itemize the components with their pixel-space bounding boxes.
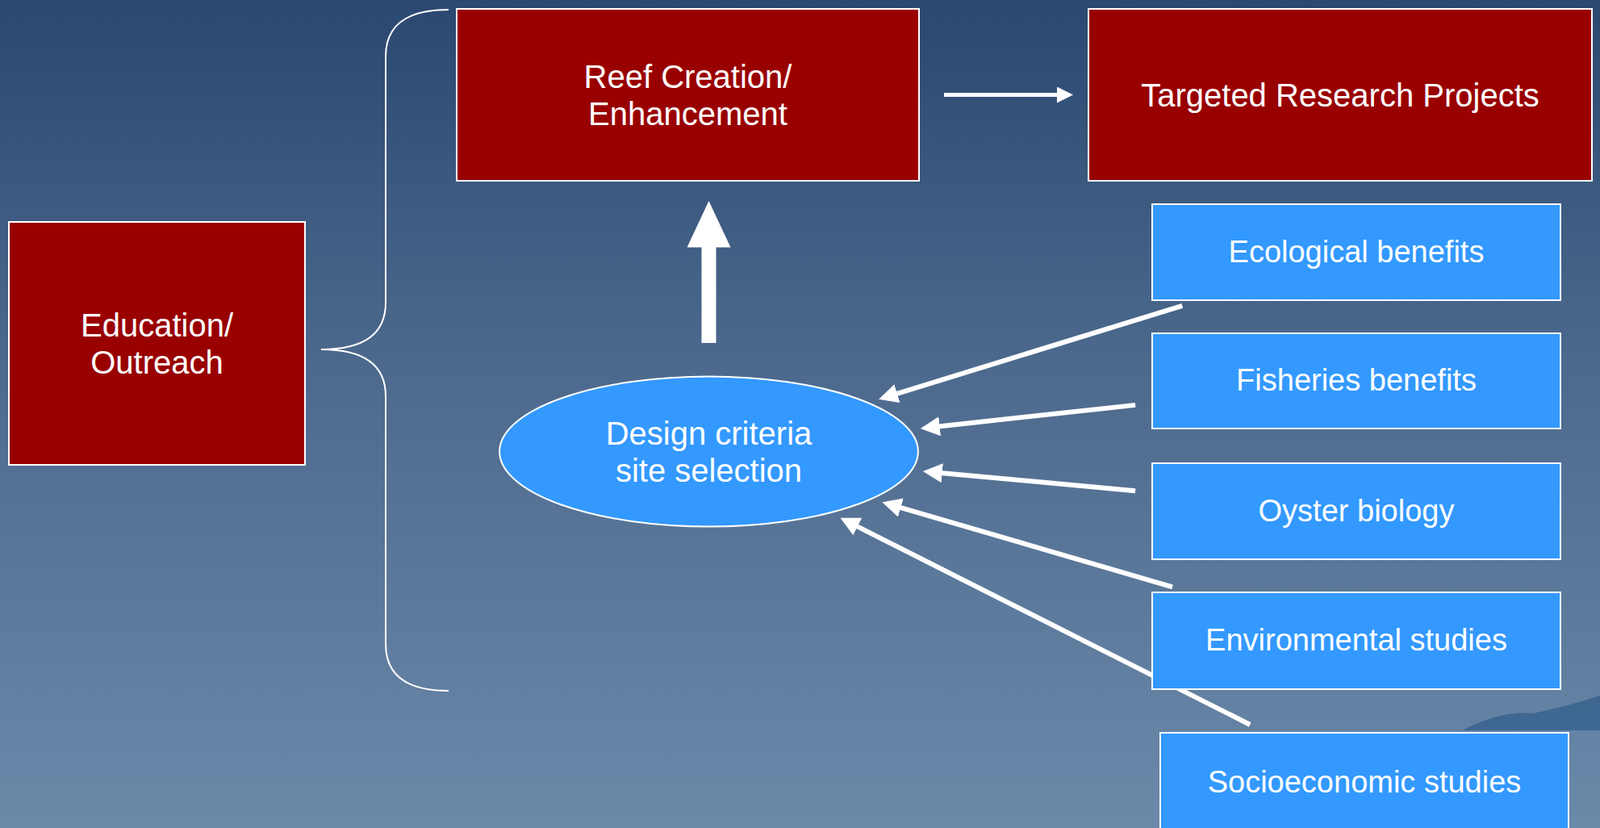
outreach-box: Education/ Outreach	[8, 221, 306, 466]
input-box: Ecological benefits	[1151, 203, 1562, 301]
node-label: Targeted Research Projects	[1140, 76, 1540, 114]
flow-arrow	[890, 504, 1173, 587]
input-box: Oyster biology	[1151, 462, 1562, 560]
text-stack: Ecological benefits	[1228, 234, 1485, 271]
node-label: Reef Creation/ Enhancement	[563, 58, 814, 133]
text-stack: Environmental studies	[1205, 622, 1508, 659]
flow-arrow	[929, 405, 1137, 428]
flow-arrow	[886, 305, 1183, 397]
text-stack: Education/ Outreach	[56, 306, 259, 381]
node-label: Education/ Outreach	[56, 306, 259, 381]
flow-arrow	[944, 92, 1066, 97]
node-label: Environmental studies	[1205, 622, 1508, 659]
text-stack: Fisheries benefits	[1236, 363, 1477, 399]
group-brace	[321, 9, 449, 691]
text-stack: Socioeconomic studies	[1207, 764, 1522, 801]
text-stack: Oyster biology	[1258, 493, 1455, 530]
node-label: Ecological benefits	[1228, 234, 1485, 271]
node-label: Oyster biology	[1258, 493, 1455, 530]
node-label: Design criteria site selection	[588, 414, 831, 489]
text-stack: Targeted Research Projects	[1140, 76, 1540, 114]
input-box: Fisheries benefits	[1151, 332, 1562, 430]
input-box: Environmental studies	[1151, 591, 1562, 690]
process-box: Reef Creation/ Enhancement	[455, 8, 920, 182]
flow-arrow	[701, 224, 717, 343]
ellipse-outline	[497, 375, 920, 528]
text-stack: Design criteria site selection	[588, 414, 831, 489]
process-box: Targeted Research Projects	[1087, 8, 1593, 182]
node-label: Fisheries benefits	[1236, 363, 1477, 399]
ellipse-shape	[499, 376, 919, 527]
corner-ornament	[1462, 695, 1600, 731]
text-stack: Reef Creation/ Enhancement	[563, 58, 814, 133]
criteria-ellipse: Design criteria site selection	[497, 375, 920, 528]
flow-arrow	[931, 472, 1136, 491]
node-label: Socioeconomic studies	[1207, 764, 1522, 801]
input-box: Socioeconomic studies	[1159, 731, 1570, 828]
